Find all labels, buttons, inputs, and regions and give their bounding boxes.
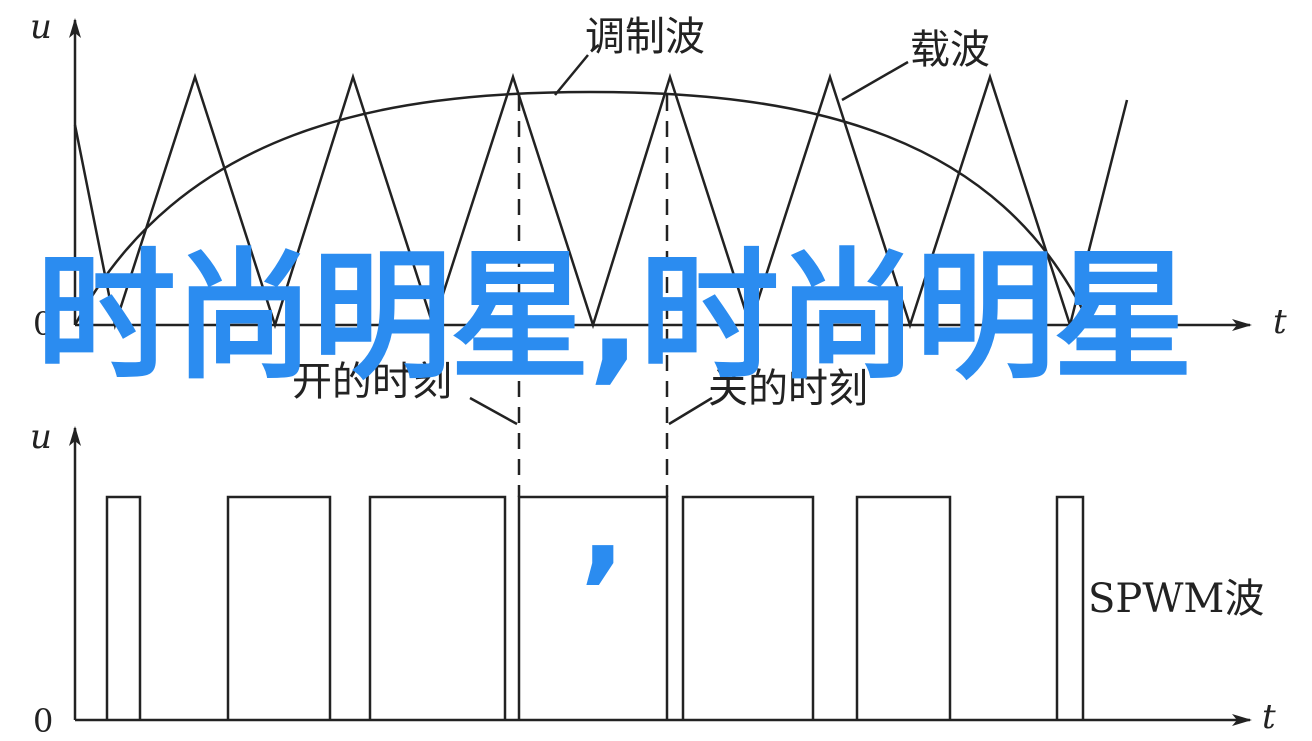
carrier-wave-triangles [73,72,1129,330]
spwm-pulse [368,495,507,720]
modulation-wave-label: 调制波 [585,14,705,60]
bottom-origin-label: 0 [33,702,53,740]
spwm-pulse [1055,495,1085,720]
bottom-y-axis-label: u [30,417,52,457]
modulation-wave-curve [73,90,1092,326]
top-x-axis-label: t [1273,302,1287,342]
modulation-leader [554,54,589,96]
carrier-wave-label: 载波 [910,27,990,73]
spwm-pulse [681,495,815,720]
off-moment-leader [668,396,713,426]
spwm-pulse [855,495,952,720]
spwm-pulse [226,495,332,720]
on-moment-leader [469,396,518,426]
spwm-wave-label: SPWM波 [1088,576,1264,622]
carrier-leader [841,60,909,102]
bottom-x-axis-label: t [1262,697,1276,737]
off-moment-label: 关的时刻 [708,366,868,412]
top-y-axis-label: u [30,7,52,47]
watermark-comma: , [580,458,626,597]
spwm-pulse [105,495,142,720]
top-origin-label: 0 [33,305,53,343]
watermark-text: 时尚明星,时尚明星 [36,236,1193,399]
spwm-pulse-train [105,495,1085,720]
on-moment-label: 开的时刻 [292,359,452,405]
spwm-pulse [517,495,669,720]
